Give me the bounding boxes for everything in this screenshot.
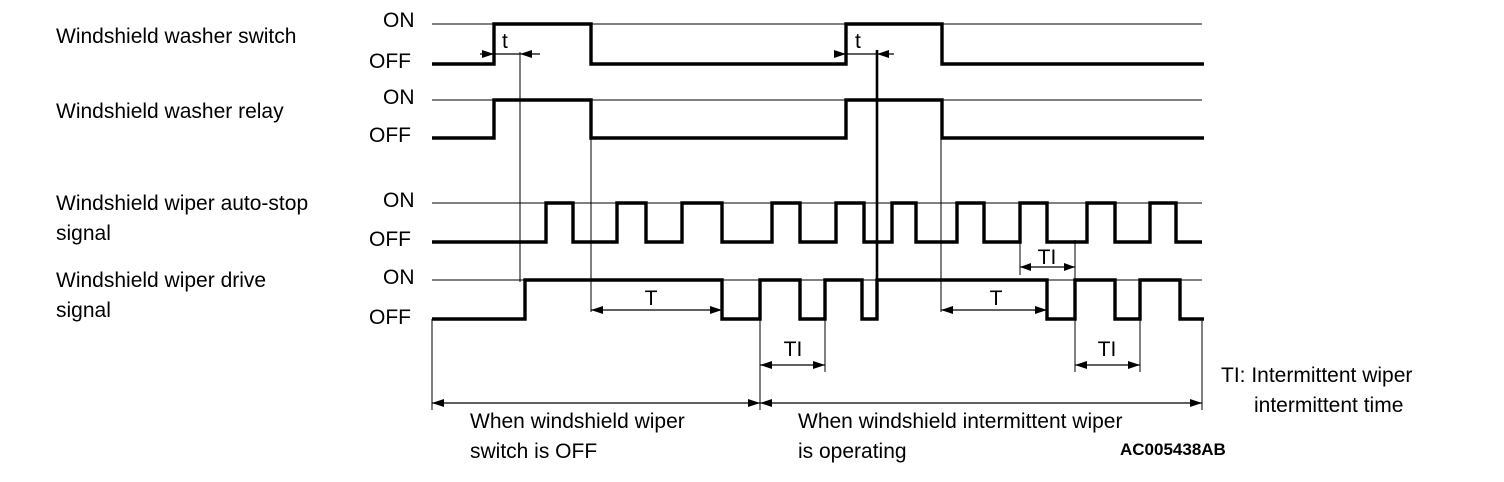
legend-line2: intermittent time <box>1254 394 1403 417</box>
section-left-caption-line2: switch is OFF <box>470 440 597 463</box>
dim-TI2-arrow-right <box>1128 361 1140 369</box>
signal-label-auto-stop-line1: Windshield wiper auto-stop <box>56 192 308 215</box>
dim-TI1-arrow-left <box>760 361 772 369</box>
section-right-arrow-right <box>1190 399 1202 407</box>
waveform-drive <box>432 278 1204 321</box>
dim-TI2-label: TI <box>1098 338 1117 361</box>
level-on-auto-stop: ON <box>383 189 415 212</box>
dim-T2-arrow-right <box>1035 306 1047 314</box>
section-right-caption-line2: is operating <box>798 440 907 463</box>
dim-TI1-arrow-right <box>813 361 825 369</box>
dim-TI-top-label: TI <box>1038 246 1057 269</box>
dim-TI2-arrow-left <box>1075 361 1087 369</box>
level-on-washer-relay: ON <box>383 86 415 109</box>
signal-label-washer-switch: Windshield washer switch <box>56 25 296 48</box>
section-left-arrow-left <box>432 399 444 407</box>
dim-T1-arrow-right <box>710 306 722 314</box>
level-on-drive: ON <box>383 266 415 289</box>
dim-t1-arrow-left <box>482 50 494 58</box>
dim-t2-arrow-left <box>834 50 846 58</box>
signal-label-auto-stop-line2: signal <box>56 222 111 245</box>
waveform-washer-relay <box>432 98 1204 140</box>
dim-t2-label: t <box>855 30 861 53</box>
dim-T1-label: T <box>645 287 658 310</box>
section-right-arrow-left <box>760 399 772 407</box>
signal-label-washer-relay: Windshield washer relay <box>56 100 284 123</box>
section-right-caption-line1: When windshield intermittent wiper <box>798 410 1122 433</box>
signal-label-drive-line2: signal <box>56 299 111 322</box>
level-off-washer-switch: OFF <box>369 50 411 73</box>
section-left-caption-line1: When windshield wiper <box>470 410 685 433</box>
level-off-washer-relay: OFF <box>369 124 411 147</box>
signal-label-drive-line1: Windshield wiper drive <box>56 269 266 292</box>
figure-code: AC005438AB <box>1120 440 1226 459</box>
dim-TI-top-arrow-left <box>1020 263 1031 271</box>
dim-T2-arrow-left <box>941 306 953 314</box>
level-off-drive: OFF <box>369 306 411 329</box>
dim-TI-top-arrow-right <box>1064 263 1075 271</box>
legend-line1: TI: Intermittent wiper <box>1221 364 1412 387</box>
level-off-auto-stop: OFF <box>369 228 411 251</box>
waveform-auto-stop <box>432 201 1202 244</box>
waveform-washer-switch <box>432 22 1204 66</box>
dim-t1-label: t <box>502 30 508 53</box>
level-on-washer-switch: ON <box>383 9 415 32</box>
dim-T1-arrow-left <box>591 306 603 314</box>
dim-t1-arrow-right <box>520 50 532 58</box>
dim-t2-arrow-right <box>877 50 889 58</box>
dim-TI1-label: TI <box>784 338 803 361</box>
section-left-arrow-right <box>748 399 760 407</box>
dim-T2-label: T <box>990 287 1003 310</box>
